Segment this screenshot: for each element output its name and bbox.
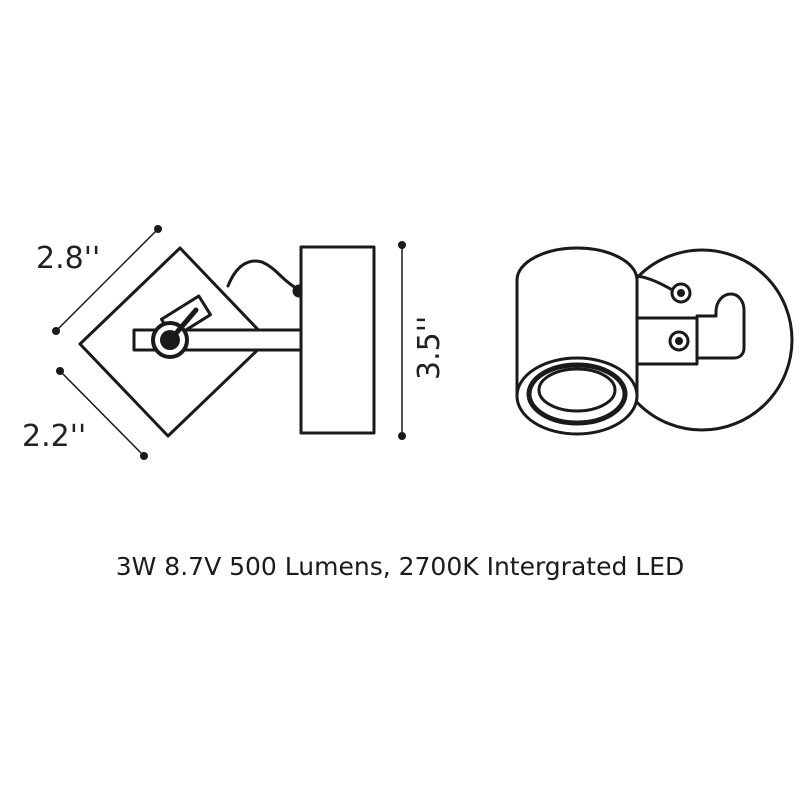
side-view [78, 245, 376, 438]
lamp-body-front [515, 246, 639, 398]
depth-dimension-label: 2.2'' [22, 419, 86, 454]
product-spec-caption: 3W 8.7V 500 Lumens, 2700K Intergrated LE… [115, 552, 685, 581]
pivot-link [169, 307, 199, 341]
dim-endpoint [52, 327, 60, 335]
dim-endpoint [56, 367, 64, 375]
wire-grommet-core [677, 289, 685, 297]
dim-endpoint [398, 432, 406, 440]
backplate-side [299, 245, 376, 435]
dimension-lines [52, 225, 406, 460]
dim-endpoint [140, 452, 148, 460]
height-dimension-label: 3.5'' [412, 316, 447, 380]
front-view [515, 246, 794, 436]
dim-line-depth [59, 370, 145, 457]
width-dimension-label: 2.8'' [36, 241, 100, 276]
dim-line-width [55, 228, 159, 332]
dim-endpoint [154, 225, 162, 233]
lens-rim-inner [537, 367, 617, 413]
bracket-bolt-core [675, 337, 683, 345]
hook-arm-front [695, 292, 746, 360]
power-wire-side [226, 259, 298, 290]
dim-endpoint [398, 241, 406, 249]
